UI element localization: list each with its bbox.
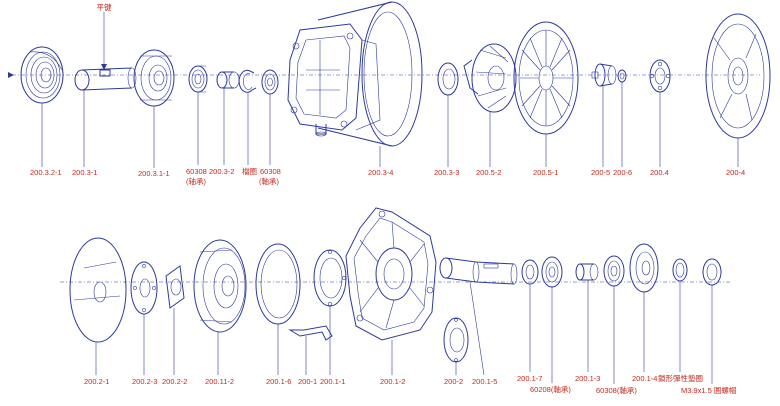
part-200-1-2-frame [345,207,437,341]
part-200-3-4-housing [287,1,423,147]
part-200-3-1 [74,67,137,91]
label-200-1-4: 200.1-4 [632,374,657,383]
label-200-1-3: 200.1-3 [575,374,600,383]
label-200-1-6: 200.1-6 [266,377,291,386]
label-200-1-2: 200.1-2 [380,377,405,386]
part-200-3-1-1 [133,49,175,107]
label-60308-b: 60308 [260,167,281,176]
part-60308-bearing-a [188,65,208,93]
label-lock-washer: 鎖形彈性墊圈 [658,373,703,383]
label-200-6: 200-6 [613,168,632,177]
part-200-1-4-cap [629,243,659,293]
label-bearing-b: (軸承) [259,176,279,186]
part-200-11-2-pulley [193,239,247,333]
top-row-labels: 平键 200.3.2-1 200.3-1 200.3.1-1 60308 (轴承… [30,2,745,186]
part-60208-bearing [541,256,563,288]
part-60308-bearing-c [603,255,625,287]
label-200-3-1-1: 200.3.1-1 [138,169,170,178]
part-200-4-cover [705,13,771,139]
part-200-1-6 [255,243,301,325]
label-200-3-2-1: 200.3.2-1 [30,168,62,177]
part-retaining-ring [238,69,257,93]
label-200-2-1: 200.2-1 [84,377,109,386]
label-retaining-ring: 檔圈 [242,166,257,176]
part-200-2-2 [165,265,185,309]
label-60308-bearing-c: 60308(軸承) [596,385,637,395]
part-200-2-1 [69,237,127,343]
label-60308-a: 60308 [186,167,207,176]
part-200-3-2 [216,71,240,89]
label-200-3-3: 200.3-3 [434,168,459,177]
part-200-3-3 [437,62,459,96]
part-200-4-flange [649,59,671,93]
part-200-2-3 [130,261,158,315]
label-200-3-2: 200.3-2 [209,167,234,176]
axis-arrow-icon [8,72,14,78]
part-200-1-3-sleeve [575,263,599,281]
label-key: 平键 [97,2,112,12]
label-200-1-7: 200.1-7 [517,374,542,383]
label-200-5-1: 200.5-1 [533,168,558,177]
label-60208-bearing: 60208(軸承) [530,384,571,394]
label-200-4-flange: 200.4 [650,168,669,177]
part-200-1-7 [521,259,539,285]
part-200-5-1-impeller [513,21,579,135]
leader-key-arrow-icon [101,64,107,70]
bottom-row-leaders [95,280,713,384]
label-200-2-seal: 200-2 [444,377,463,386]
label-200-5-2: 200.5-2 [476,168,501,177]
label-200-3-1: 200.3-1 [72,168,97,177]
part-200-1-5-shaft [439,257,518,285]
label-200-2-3: 200.2-3 [132,377,157,386]
label-200-2-2: 200.2-2 [162,377,187,386]
part-200-1-bracket [288,325,333,341]
label-round-nut: M3.9x1.5 圓螺帽 [681,385,736,395]
label-200-1-5: 200.1-5 [472,377,497,386]
part-200-6-nut [617,69,627,83]
part-round-nut [702,258,722,286]
top-row-leaders [41,82,739,168]
label-200-11-2: 200.11-2 [205,377,234,386]
label-bearing-a: (轴承) [186,176,206,186]
label-200-1-1: 200.1-1 [320,377,345,386]
part-200-2-seal [443,317,469,363]
part-lock-washer [672,258,688,282]
label-200-5: 200-5 [591,168,610,177]
part-200-5-hub [591,63,617,87]
part-200-1-1 [313,249,347,307]
label-200-3-4: 200.3-4 [368,168,393,177]
label-200-1: 200-1 [298,377,317,386]
part-200-5-2 [463,43,517,113]
part-60308-bearing-b [261,69,279,95]
bottom-row-labels: 200.2-1 200.2-3 200.2-2 200.11-2 200.1-6… [84,373,736,395]
label-200-4-cover: 200-4 [726,168,745,177]
